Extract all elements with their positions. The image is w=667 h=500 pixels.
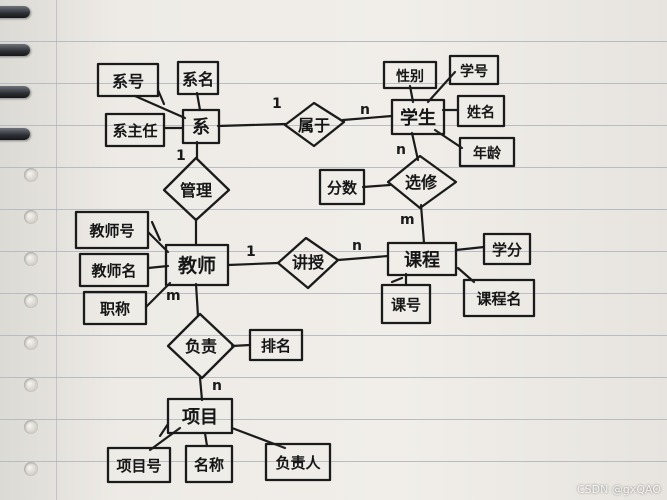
relationship-belongs-to: 属于: [298, 116, 330, 135]
entity-box: [164, 243, 230, 287]
attribute-course-id: 课号: [391, 296, 421, 314]
entity-box: [386, 241, 458, 277]
attribute-box: [482, 232, 532, 266]
attribute-student-age: 年龄: [473, 145, 502, 162]
attribute-box: [318, 168, 366, 206]
cardinality-student-selects: n: [396, 142, 406, 158]
attribute-ranking: 排名: [261, 337, 291, 355]
entity-course: 课程: [404, 250, 440, 271]
attribute-student-name: 姓名: [467, 104, 495, 121]
attribute-box: [78, 252, 150, 288]
relationship-selects: 选修: [405, 173, 438, 192]
relationship-diamond: [283, 101, 346, 148]
entity-student: 学生: [400, 107, 436, 129]
attribute-box: [380, 283, 432, 325]
attribute-student-gender: 性别: [396, 68, 424, 85]
relationship-teaches: 讲授: [292, 253, 325, 272]
attribute-box: [104, 112, 166, 148]
attribute-dept-head: 系主任: [112, 122, 157, 140]
entity-box: [166, 397, 234, 435]
watermark: CSDN @gxQAO: [577, 483, 661, 496]
attribute-box: [382, 60, 438, 90]
attribute-course-name: 课程名: [476, 290, 521, 308]
entity-project: 项目: [182, 407, 218, 428]
relationship-diamond: [166, 312, 236, 380]
punch-hole: [24, 210, 38, 224]
entity-box: [181, 108, 221, 145]
punch-hole: [24, 336, 38, 350]
relationship-manages: 管理: [180, 181, 212, 200]
attribute-student-id: 学号: [460, 63, 488, 80]
relationship-diamond: [276, 236, 340, 290]
punch-hole: [24, 168, 38, 182]
binding-ring: [0, 86, 30, 98]
punch-hole: [24, 294, 38, 308]
binding-ring: [0, 128, 30, 140]
attribute-box: [74, 210, 150, 250]
cardinality-student-belongs: n: [360, 102, 370, 118]
attribute-dept-id: 系号: [112, 72, 144, 91]
attribute-box: [96, 62, 160, 98]
entity-box: [390, 98, 446, 136]
cardinality-project-leads: n: [212, 378, 222, 394]
punch-hole: [24, 420, 38, 434]
entity-department: 系: [192, 117, 210, 138]
attribute-box: [248, 328, 304, 362]
cardinality-teacher-leads: m: [166, 288, 181, 304]
connector-lines: [133, 70, 486, 452]
attribute-box: [184, 444, 234, 484]
punch-hole: [24, 252, 38, 266]
attribute-box: [462, 278, 536, 318]
relationship-diamond: [386, 154, 458, 210]
relationship-diamond: [162, 156, 231, 222]
attribute-box: [176, 60, 220, 96]
attribute-dept-name: 系名: [182, 70, 214, 89]
cardinality-dept-manages: 1: [176, 148, 186, 164]
attribute-project-id: 项目号: [116, 457, 161, 475]
attribute-project-name: 名称: [194, 456, 224, 474]
binding-ring: [0, 6, 30, 18]
cardinality-teacher-teaches: 1: [246, 244, 256, 260]
punch-hole: [24, 462, 38, 476]
attribute-credit: 学分: [492, 241, 522, 259]
entity-teacher: 教师: [178, 254, 216, 277]
cardinality-course-selects: m: [400, 212, 415, 228]
attribute-box: [264, 442, 332, 482]
attribute-box: [458, 136, 516, 168]
margin-line: [56, 0, 57, 500]
attribute-score: 分数: [327, 179, 358, 197]
attribute-box: [456, 94, 506, 128]
attribute-project-lead: 负责人: [275, 454, 321, 472]
attribute-box: [106, 446, 172, 484]
cardinality-dept-belongs: 1: [272, 96, 282, 112]
attribute-box: [448, 54, 500, 86]
attribute-teacher-id: 教师号: [88, 222, 134, 240]
cardinality-course-teaches: n: [352, 238, 362, 254]
binding-ring: [0, 44, 30, 56]
attribute-teacher-name: 教师名: [90, 262, 136, 280]
attribute-teacher-title: 职称: [100, 300, 130, 318]
punch-hole: [24, 378, 38, 392]
attribute-box: [82, 290, 148, 326]
relationship-leads: 负责: [185, 337, 217, 356]
